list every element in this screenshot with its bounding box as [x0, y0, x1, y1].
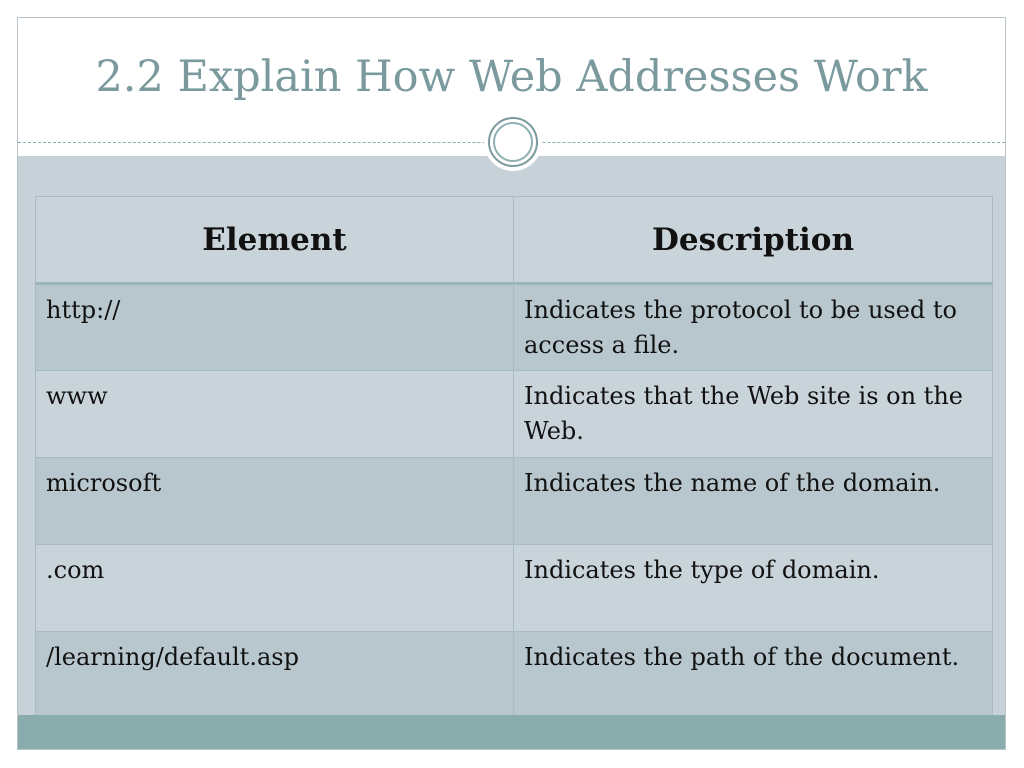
element-cell: .com — [35, 544, 514, 632]
table-row: .com Indicates the type of domain. — [35, 544, 993, 632]
header-description: Description — [513, 196, 993, 285]
element-cell: www — [35, 370, 514, 458]
circle-ornament-icon — [488, 117, 538, 167]
bottom-bar — [18, 715, 1005, 749]
slide: 2.2 Explain How Web Addresses Work Eleme… — [17, 17, 1006, 750]
element-cell: http:// — [35, 283, 514, 371]
table-row: www Indicates that the Web site is on th… — [35, 370, 993, 458]
description-cell: Indicates the type of domain. — [513, 544, 993, 632]
element-cell: /learning/default.asp — [35, 631, 514, 719]
web-address-table: Element Description http:// Indicates th… — [35, 196, 993, 719]
description-cell: Indicates that the Web site is on the We… — [513, 370, 993, 458]
table-row: http:// Indicates the protocol to be use… — [35, 283, 993, 371]
table-header-row: Element Description — [35, 196, 993, 285]
element-cell: microsoft — [35, 457, 514, 545]
page-title: 2.2 Explain How Web Addresses Work — [95, 52, 928, 102]
description-cell: Indicates the name of the domain. — [513, 457, 993, 545]
description-cell: Indicates the protocol to be used to acc… — [513, 283, 993, 371]
table-row: microsoft Indicates the name of the doma… — [35, 457, 993, 545]
description-cell: Indicates the path of the document. — [513, 631, 993, 719]
table-row: /learning/default.asp Indicates the path… — [35, 631, 993, 719]
header-element: Element — [35, 196, 514, 285]
